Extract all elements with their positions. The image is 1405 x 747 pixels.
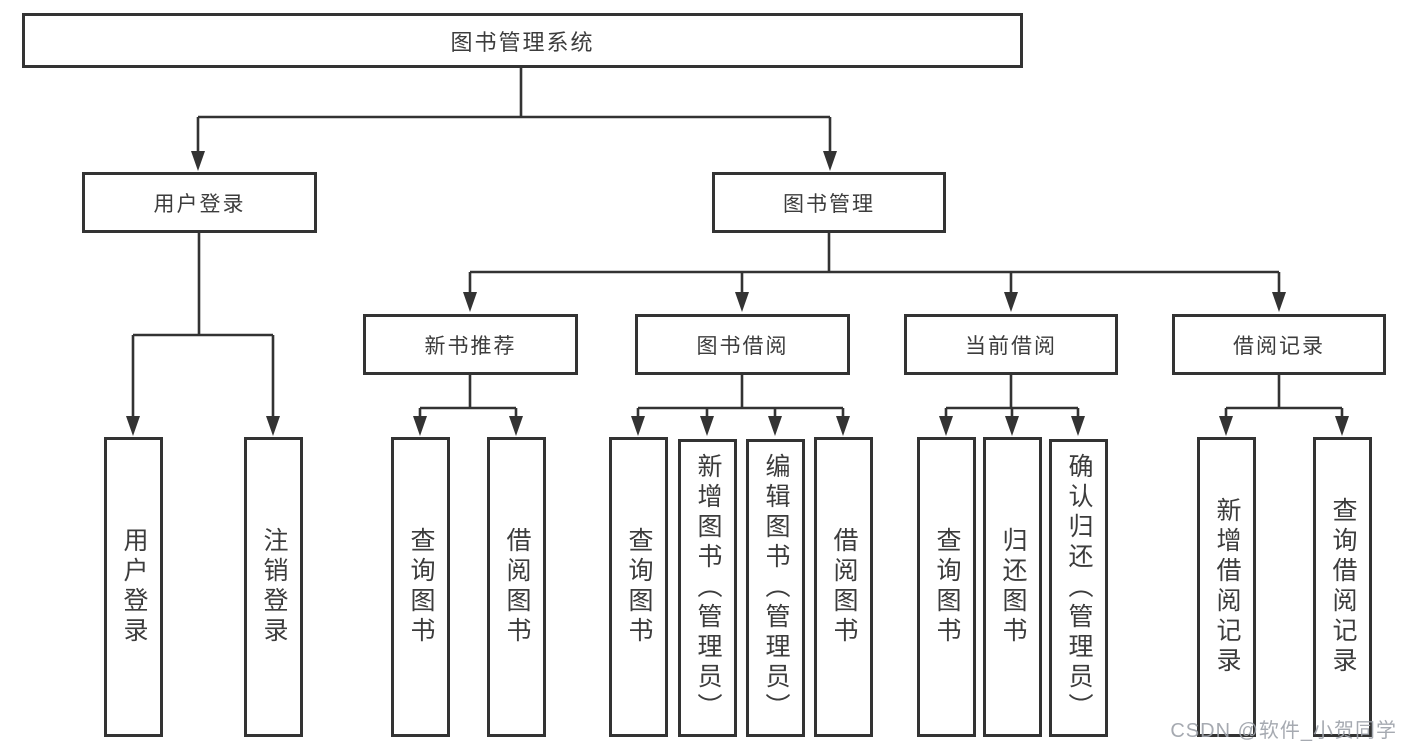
- node-user-login: 用户登录: [82, 172, 317, 233]
- leaf-label: 查询借阅记录: [1329, 497, 1357, 677]
- node-label: 图书管理系统: [450, 29, 595, 55]
- leaf-label: 查询图书: [933, 527, 961, 647]
- leaf-label: 查询图书: [407, 527, 435, 647]
- leaf-logout: 注销登录: [244, 437, 303, 737]
- leaf-label: 确认归还（管理员）: [1065, 453, 1093, 723]
- node-book-management: 图书管理: [712, 172, 946, 233]
- leaf-confirm-return-admin: 确认归还（管理员）: [1049, 439, 1108, 737]
- leaf-query-books-borrow: 查询图书: [609, 437, 668, 737]
- node-label: 借阅记录: [1233, 334, 1325, 358]
- leaf-borrow-books: 借阅图书: [814, 437, 873, 737]
- node-label: 新书推荐: [424, 334, 517, 358]
- leaf-query-books-current: 查询图书: [917, 437, 976, 737]
- leaf-edit-book-admin: 编辑图书（管理员）: [746, 439, 805, 737]
- node-new-book-recommend: 新书推荐: [363, 314, 578, 375]
- leaf-label: 用户登录: [120, 527, 148, 647]
- leaf-label: 借阅图书: [830, 527, 858, 647]
- node-label: 图书管理: [783, 192, 875, 216]
- node-label: 用户登录: [153, 192, 246, 216]
- leaf-label: 新增借阅记录: [1213, 497, 1241, 677]
- watermark: CSDN @软件_小贺同学: [1170, 720, 1397, 742]
- leaf-query-books-recommend: 查询图书: [391, 437, 450, 737]
- leaf-query-borrow-record: 查询借阅记录: [1313, 437, 1372, 737]
- node-library-management-system: 图书管理系统: [22, 13, 1023, 68]
- leaf-label: 编辑图书（管理员）: [762, 453, 790, 723]
- node-label: 当前借阅: [965, 334, 1057, 358]
- leaf-user-login: 用户登录: [104, 437, 163, 737]
- node-current-borrow: 当前借阅: [904, 314, 1118, 375]
- leaf-add-book-admin: 新增图书（管理员）: [678, 439, 737, 737]
- node-label: 图书借阅: [696, 334, 789, 358]
- leaf-label: 归还图书: [999, 527, 1027, 647]
- node-borrow-records: 借阅记录: [1172, 314, 1386, 375]
- node-book-borrow: 图书借阅: [635, 314, 850, 375]
- leaf-label: 新增图书（管理员）: [694, 453, 722, 723]
- leaf-return-books: 归还图书: [983, 437, 1042, 737]
- leaf-borrow-books-recommend: 借阅图书: [487, 437, 546, 737]
- leaf-label: 查询图书: [625, 527, 653, 647]
- leaf-label: 注销登录: [260, 527, 288, 647]
- leaf-add-borrow-record: 新增借阅记录: [1197, 437, 1256, 737]
- leaf-label: 借阅图书: [503, 527, 531, 647]
